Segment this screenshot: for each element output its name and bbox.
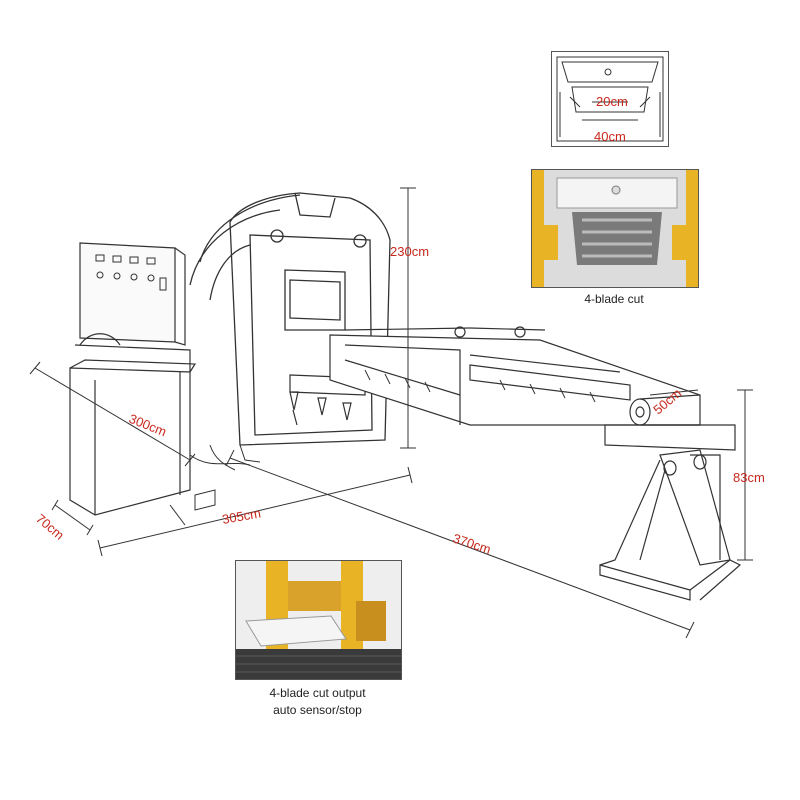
main-frame xyxy=(189,192,391,446)
outer-gap-dimension-label: 40cm xyxy=(594,129,626,144)
height-dimension-label: 230cm xyxy=(390,244,429,259)
cut-output-caption-line2: auto sensor/stop xyxy=(273,703,362,717)
control-cabinet xyxy=(79,242,186,346)
cut-output-image xyxy=(236,561,401,679)
inner-gap-dimension-label: 20cm xyxy=(596,94,628,109)
outfeed-support xyxy=(599,449,742,601)
hydraulic-stand xyxy=(69,333,197,516)
four-blade-cut-image xyxy=(532,170,698,287)
cut-output-photo xyxy=(235,560,402,680)
pipes-and-base xyxy=(189,444,261,511)
total-length-dimension-label: 370cm xyxy=(451,531,493,557)
blade-gap-illustration: 20cm 40cm xyxy=(551,51,669,147)
cut-output-caption-line1: 4-blade cut output xyxy=(269,686,366,700)
dimension-lines xyxy=(29,187,753,639)
mid-length-dimension-label: 305cm xyxy=(221,505,262,527)
support-height-dimension-label: 83cm xyxy=(733,470,765,485)
four-blade-cut-photo xyxy=(531,169,699,288)
base-depth-dimension-label: 70cm xyxy=(33,511,67,543)
blade-gap-drawing: 20cm 40cm xyxy=(556,56,664,144)
four-blade-cut-caption: 4-blade cut xyxy=(584,292,644,306)
